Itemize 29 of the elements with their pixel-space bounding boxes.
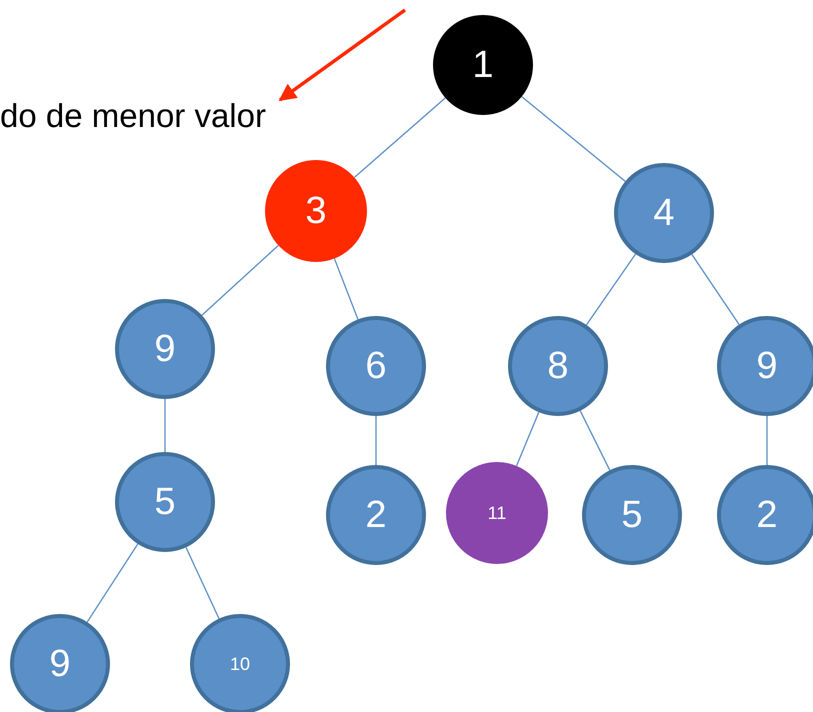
tree-node-circle: 6 (326, 316, 426, 416)
pointer-arrow (278, 8, 406, 102)
tree-edge (521, 96, 626, 182)
tree-node-circle: 9 (10, 614, 110, 712)
tree-node-circle: 11 (446, 462, 548, 564)
tree-node-circle: 5 (582, 465, 682, 565)
tree-edge (334, 258, 359, 320)
tree-edge (580, 410, 610, 470)
tree-edge (586, 254, 636, 326)
tree-node-circle: 4 (614, 163, 714, 263)
tree-node-circle: 10 (190, 614, 290, 712)
tree-node-circle: 5 (115, 452, 215, 552)
tree-node-circle: 8 (508, 316, 608, 416)
tree-node-circle: 3 (265, 160, 367, 262)
tree-edge (766, 416, 768, 465)
tree-edge (86, 544, 138, 622)
tree-node-circle: 9 (115, 299, 215, 399)
tree-edge (201, 244, 279, 316)
tree-edge (164, 399, 166, 452)
tree-node-circle: 2 (326, 465, 426, 565)
tree-edge (691, 254, 740, 325)
tree-node-circle: 1 (433, 15, 533, 115)
tree-edge (375, 416, 377, 465)
tree-edge (185, 547, 220, 619)
tree-edge (354, 97, 446, 178)
note-text: do de menor valor (0, 96, 350, 136)
tree-node-circle: 2 (717, 465, 813, 565)
tree-node-circle: 9 (717, 316, 813, 416)
tree-edge (516, 412, 540, 466)
